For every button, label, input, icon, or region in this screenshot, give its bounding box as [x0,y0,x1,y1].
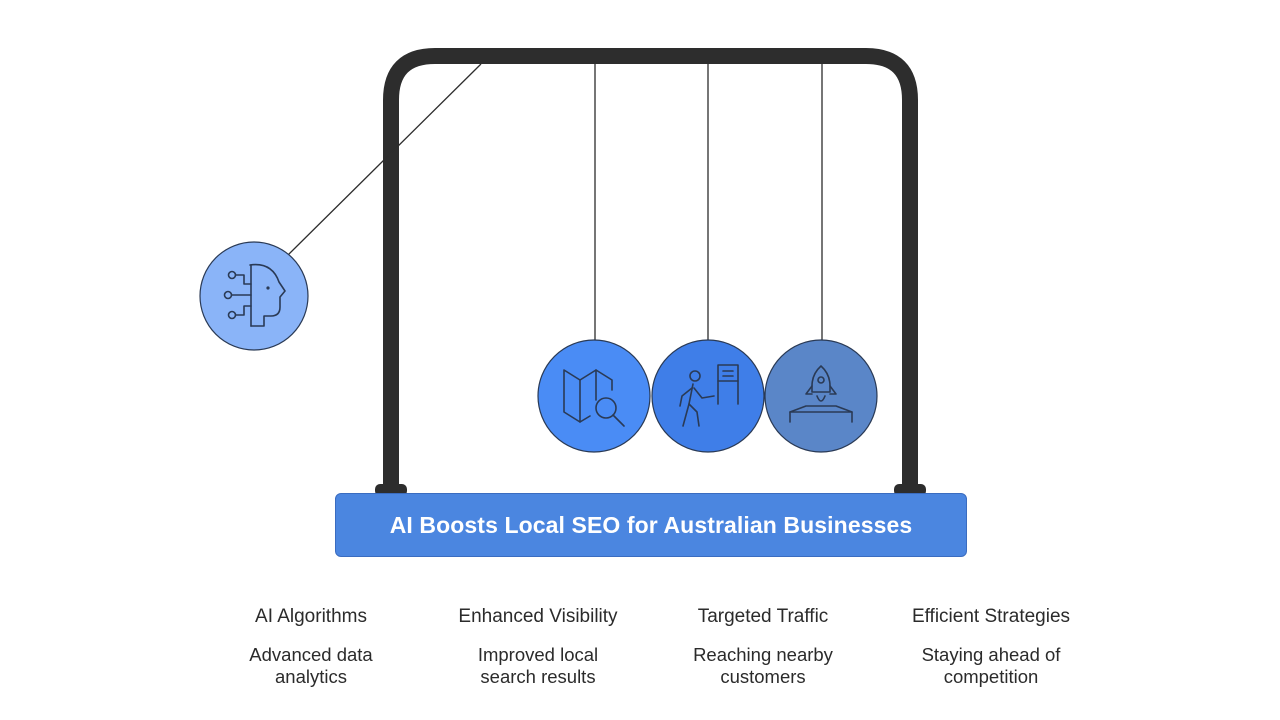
caption-description: Improved local search results [433,644,643,688]
cradle-frame [383,48,918,498]
caption-ai-algorithms: AI Algorithms Advanced data analytics [206,606,416,688]
caption-description: Staying ahead of competition [886,644,1096,688]
caption-title: Enhanced Visibility [458,606,618,627]
title-banner: AI Boosts Local SEO for Australian Busin… [335,493,967,557]
caption-description: Reaching nearby customers [658,644,868,688]
caption-title: Efficient Strategies [911,606,1071,627]
ai-head-icon [223,263,286,327]
caption-title: AI Algorithms [255,606,367,627]
caption-efficient-strategies: Efficient Strategies Staying ahead of co… [886,606,1096,688]
caption-description-line: customers [720,666,806,687]
ball-enhanced-visibility [537,339,651,453]
caption-description-line: search results [480,666,596,687]
caption-description-line: competition [943,666,1039,687]
caption-description-line: Improved local [477,644,599,665]
caption-description-line: Advanced data [249,644,373,665]
walking-person-sign-icon [679,364,739,427]
ball-targeted-traffic [651,339,765,453]
rocket-launch-icon [789,365,853,423]
ball-efficient-strategies [764,339,878,453]
caption-description-line: Reaching nearby [693,644,833,665]
caption-targeted-traffic: Targeted Traffic Reaching nearby custome… [658,606,868,688]
caption-description-line: analytics [275,666,347,687]
banner-title: AI Boosts Local SEO for Australian Busin… [389,511,913,538]
caption-title: Targeted Traffic [697,606,829,627]
caption-enhanced-visibility: Enhanced Visibility Improved local searc… [433,606,643,688]
string-ai [287,63,482,256]
map-search-icon [563,369,625,427]
caption-description: Advanced data analytics [206,644,416,688]
ball-ai-algorithms [199,241,309,351]
caption-description-line: Staying ahead of [921,644,1061,665]
